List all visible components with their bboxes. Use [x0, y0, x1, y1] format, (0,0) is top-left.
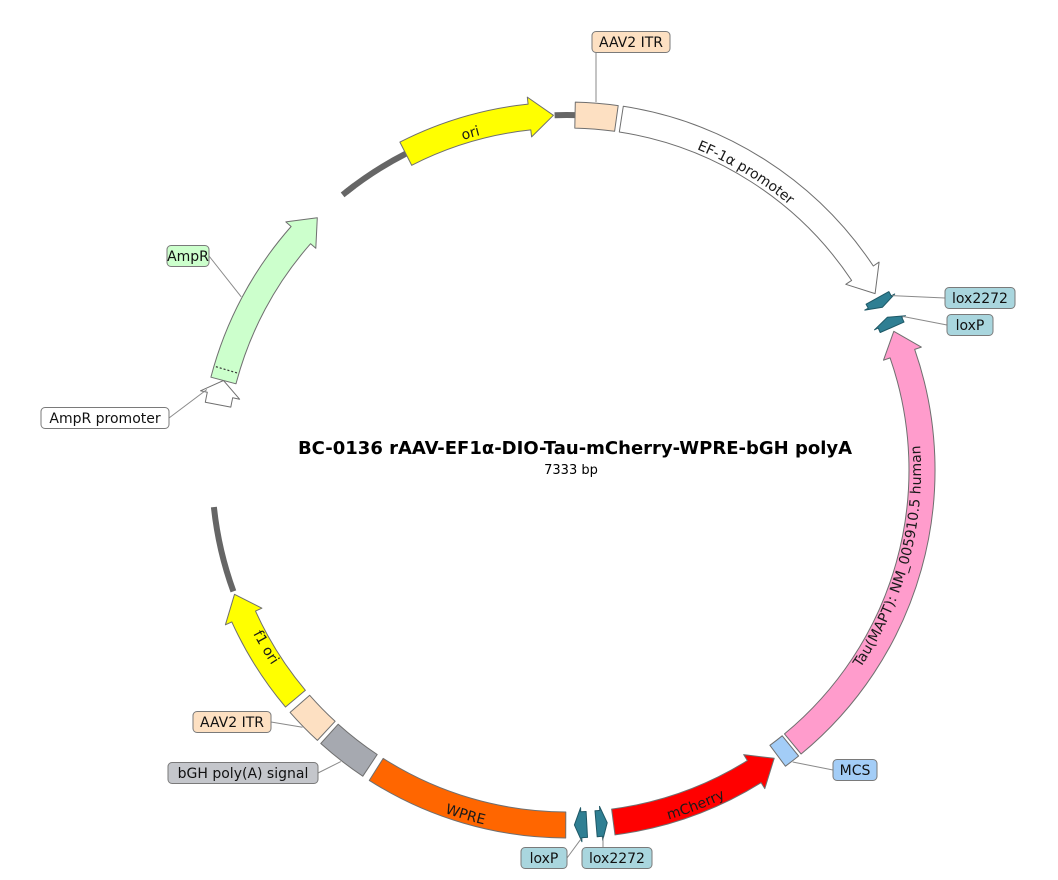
feature-wpre	[368, 757, 567, 839]
feature-aav2-itr-bottom	[289, 694, 336, 741]
callout-box-aav2-itr-top	[591, 31, 671, 53]
feature-ori	[399, 96, 554, 166]
feature-mcherry	[611, 754, 775, 836]
callout-label-lox2272-bottom: lox2272	[589, 851, 645, 867]
feature-lox2272-right	[864, 291, 896, 311]
callout-label-loxp-bottom: loxP	[530, 851, 559, 867]
feature-f1-ori	[224, 593, 306, 708]
callout-layer: AAV2 ITR lox2272 loxP MCS lox2272 loxP bGH pol…	[40, 31, 1016, 869]
callout-label-aav2-itr-top: AAV2 ITR	[599, 35, 663, 51]
callout-label-ampr: AmpR	[167, 249, 209, 265]
callout-box-aav2-itr-bottom	[192, 711, 272, 733]
callout-label-ampr-promoter: AmpR promoter	[49, 411, 160, 427]
backbone-segment	[344, 151, 408, 195]
callout-label-lox2272-right: lox2272	[952, 291, 1008, 307]
plasmid-size: 7333 bp	[544, 463, 598, 478]
feature-tau	[784, 330, 936, 755]
callout-box-ampr-promoter	[40, 407, 170, 429]
callout-line-loxp-bottom	[566, 838, 582, 859]
callout-label-aav2-itr-bottom: AAV2 ITR	[200, 715, 264, 731]
feature-loxp-right	[874, 315, 906, 333]
callout-line-aav2-itr-bottom	[270, 721, 303, 728]
feature-ef1a-promoter	[618, 105, 880, 295]
callout-line-loxp-right	[902, 315, 948, 326]
feature-mcs	[769, 735, 800, 767]
callout-box-loxp-right	[946, 314, 994, 336]
backbone-segment	[210, 506, 237, 593]
backbone-segment	[340, 183, 357, 198]
arc-label-ori: ori	[460, 123, 482, 143]
callout-line-ampr-promoter	[168, 389, 208, 419]
callout-line-mcs	[792, 761, 834, 771]
center-labels: BC-0136 rAAV-EF1α-DIO-Tau-mCherry-WPRE-b…	[298, 438, 852, 478]
callout-box-bgh-polya	[167, 762, 319, 784]
feature-bgh-polya	[320, 723, 378, 777]
callout-label-bgh-polya: bGH poly(A) signal	[178, 766, 309, 782]
callout-box-lox2272-bottom	[581, 847, 653, 869]
callout-box-lox2272-right	[944, 287, 1016, 309]
feature-loxp-bottom	[573, 807, 588, 843]
feature-lox2272-bottom	[594, 805, 608, 841]
callout-line-bgh-polya	[317, 761, 342, 774]
callout-line-ampr	[208, 255, 242, 298]
callout-box-loxp-bottom	[520, 847, 568, 869]
callout-box-ampr	[166, 245, 210, 267]
feature-aav2-itr-top	[574, 101, 619, 132]
feature-ampr-promoter	[200, 380, 241, 408]
callout-line-lox2272-right	[892, 295, 946, 299]
callout-label-mcs: MCS	[840, 763, 871, 779]
callout-box-mcs	[832, 759, 878, 781]
backbone-layer	[210, 112, 576, 593]
plasmid-title: BC-0136 rAAV-EF1α-DIO-Tau-mCherry-WPRE-b…	[298, 438, 852, 459]
callout-label-loxp-right: loxP	[956, 318, 985, 334]
feature-ampr	[210, 217, 318, 385]
